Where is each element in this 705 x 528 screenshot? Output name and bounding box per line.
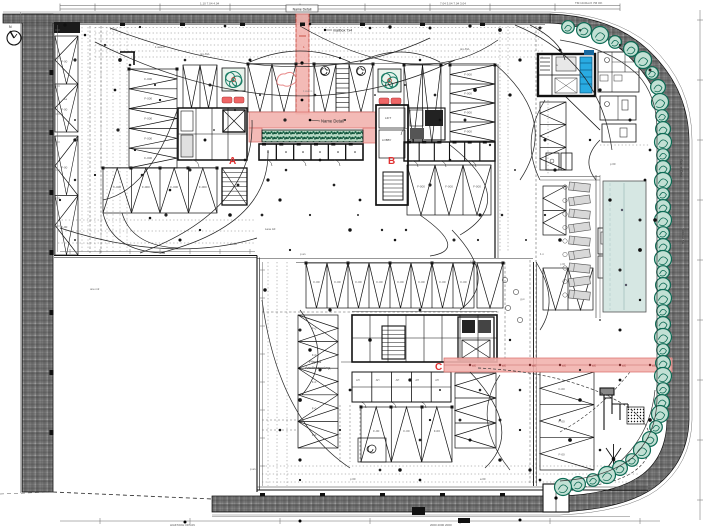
svg-text:F-0: F-0: [312, 380, 317, 384]
svg-text:F-000: F-000: [142, 185, 150, 189]
svg-text:F-0: F-0: [312, 327, 317, 331]
svg-text:a 0: a 0: [470, 259, 474, 263]
svg-text:F-00: F-00: [313, 280, 320, 284]
svg-text:F-00: F-00: [61, 225, 68, 229]
svg-text:A: A: [229, 156, 236, 167]
svg-text:F-000: F-000: [473, 185, 481, 189]
svg-text:hellbox 7a: hellbox 7a: [681, 228, 685, 244]
svg-text:1 ava.m: 1 ava.m: [155, 45, 166, 49]
svg-text:F-000: F-000: [170, 185, 178, 189]
svg-text:a 00: a 00: [480, 477, 486, 481]
svg-text:F-00: F-00: [559, 452, 566, 456]
svg-text:a00: a00: [652, 365, 657, 368]
svg-text:F-00: F-00: [61, 166, 68, 170]
svg-text:1 ava: 1 ava: [110, 27, 117, 31]
svg-text:a00: a00: [622, 365, 627, 368]
svg-text:ΑΠ: ΑΠ: [396, 378, 400, 382]
svg-text:F-00: F-00: [559, 420, 566, 424]
svg-text:a00: a00: [592, 365, 597, 368]
svg-text:one m2: one m2: [90, 287, 100, 291]
svg-text:Ράμπα: Ράμπα: [309, 359, 322, 364]
svg-text:F-00: F-00: [355, 280, 362, 284]
svg-text:1 eve: 1 eve: [230, 242, 237, 246]
svg-text:F-000: F-000: [464, 129, 472, 133]
svg-text:1 n: 1 n: [540, 252, 544, 256]
svg-text:ΑΠ: ΑΠ: [356, 378, 360, 382]
svg-text:F-00: F-00: [559, 387, 566, 391]
svg-text:Lane A0: Lane A0: [265, 227, 276, 231]
svg-text:F-000: F-000: [144, 97, 152, 101]
svg-text:1.10 7.04 4.04: 1.10 7.04 4.04: [200, 2, 220, 6]
svg-text:F-000: F-000: [113, 185, 121, 189]
svg-text:F-00: F-00: [373, 429, 380, 433]
svg-text:F-00: F-00: [434, 429, 441, 433]
svg-text:pro AVL: pro AVL: [460, 47, 470, 51]
svg-text:F-00: F-00: [61, 59, 68, 63]
svg-text:F-000: F-000: [417, 185, 425, 189]
svg-text:p 00: p 00: [610, 162, 616, 166]
svg-text:a00: a00: [502, 365, 507, 368]
svg-text:F-00: F-00: [439, 280, 446, 284]
svg-text:F-0: F-0: [312, 406, 317, 410]
svg-text:gym: gym: [520, 298, 525, 301]
svg-text:ΑΠ: ΑΠ: [435, 378, 439, 382]
svg-text:F-000: F-000: [464, 73, 472, 77]
svg-text:B: B: [388, 156, 395, 167]
svg-text:F-0: F-0: [312, 433, 317, 437]
svg-text:F-00: F-00: [61, 107, 68, 111]
svg-text:F-00: F-00: [460, 280, 467, 284]
svg-text:F-000: F-000: [464, 110, 472, 114]
svg-text:LIFT: LIFT: [385, 116, 391, 120]
svg-text:F-00: F-00: [397, 280, 404, 284]
svg-text:F-0: F-0: [312, 353, 317, 357]
svg-text:p 00: p 00: [350, 477, 356, 481]
svg-text:2000 2000 2000: 2000 2000 2000: [430, 523, 452, 527]
svg-text:F-000: F-000: [144, 117, 152, 121]
svg-text:N: N: [9, 25, 12, 29]
svg-text:LOBBY: LOBBY: [382, 138, 391, 142]
svg-text:Name Detail: Name Detail: [293, 7, 312, 11]
svg-text:F-00: F-00: [418, 280, 425, 284]
svg-text:1a: 1a: [64, 97, 68, 101]
svg-text:ΑΠ: ΑΠ: [376, 378, 380, 382]
svg-text:Αποθηκευμένης: Αποθηκευμένης: [305, 366, 331, 370]
svg-text:1: 1: [303, 45, 305, 49]
svg-text:1 ava.m: 1 ava.m: [303, 89, 312, 93]
svg-text:F-000: F-000: [464, 92, 472, 96]
svg-text:a00: a00: [472, 365, 477, 368]
svg-text:mailbox 7x4: mailbox 7x4: [333, 29, 352, 33]
svg-text:ΔΙΑΣΤΑΣΗ ΟΡΙΩΝ: ΔΙΑΣΤΑΣΗ ΟΡΙΩΝ: [170, 523, 195, 527]
svg-text:p 00: p 00: [560, 262, 566, 266]
svg-text:F-000: F-000: [144, 77, 152, 81]
svg-text:7.04 3.04 7.04 3.04: 7.04 3.04 7.04 3.04: [440, 2, 466, 6]
svg-text:p an: p an: [300, 252, 306, 256]
svg-text:F-00: F-00: [403, 429, 410, 433]
svg-text:F-00: F-00: [376, 280, 383, 284]
svg-text:Name Deta: Name Deta: [679, 160, 683, 177]
svg-text:C: C: [435, 362, 442, 373]
svg-text:a: a: [680, 157, 682, 161]
svg-text:a00: a00: [532, 365, 537, 368]
svg-text:F-00: F-00: [334, 280, 341, 284]
svg-text:o: o: [556, 63, 558, 67]
svg-text:F-000: F-000: [144, 136, 152, 140]
svg-text:ΑΠ: ΑΠ: [415, 378, 419, 382]
svg-text:a00: a00: [562, 365, 567, 368]
svg-text:F-000: F-000: [144, 156, 152, 160]
svg-text:F-000: F-000: [199, 185, 207, 189]
svg-text:TM 10.01mX 7M OK: TM 10.01mX 7M OK: [575, 1, 602, 5]
svg-text:Name Detail: Name Detail: [321, 119, 344, 124]
svg-text:p an: p an: [250, 467, 256, 471]
svg-text:F-000: F-000: [445, 185, 453, 189]
svg-text:pro AVL: pro AVL: [200, 52, 210, 56]
